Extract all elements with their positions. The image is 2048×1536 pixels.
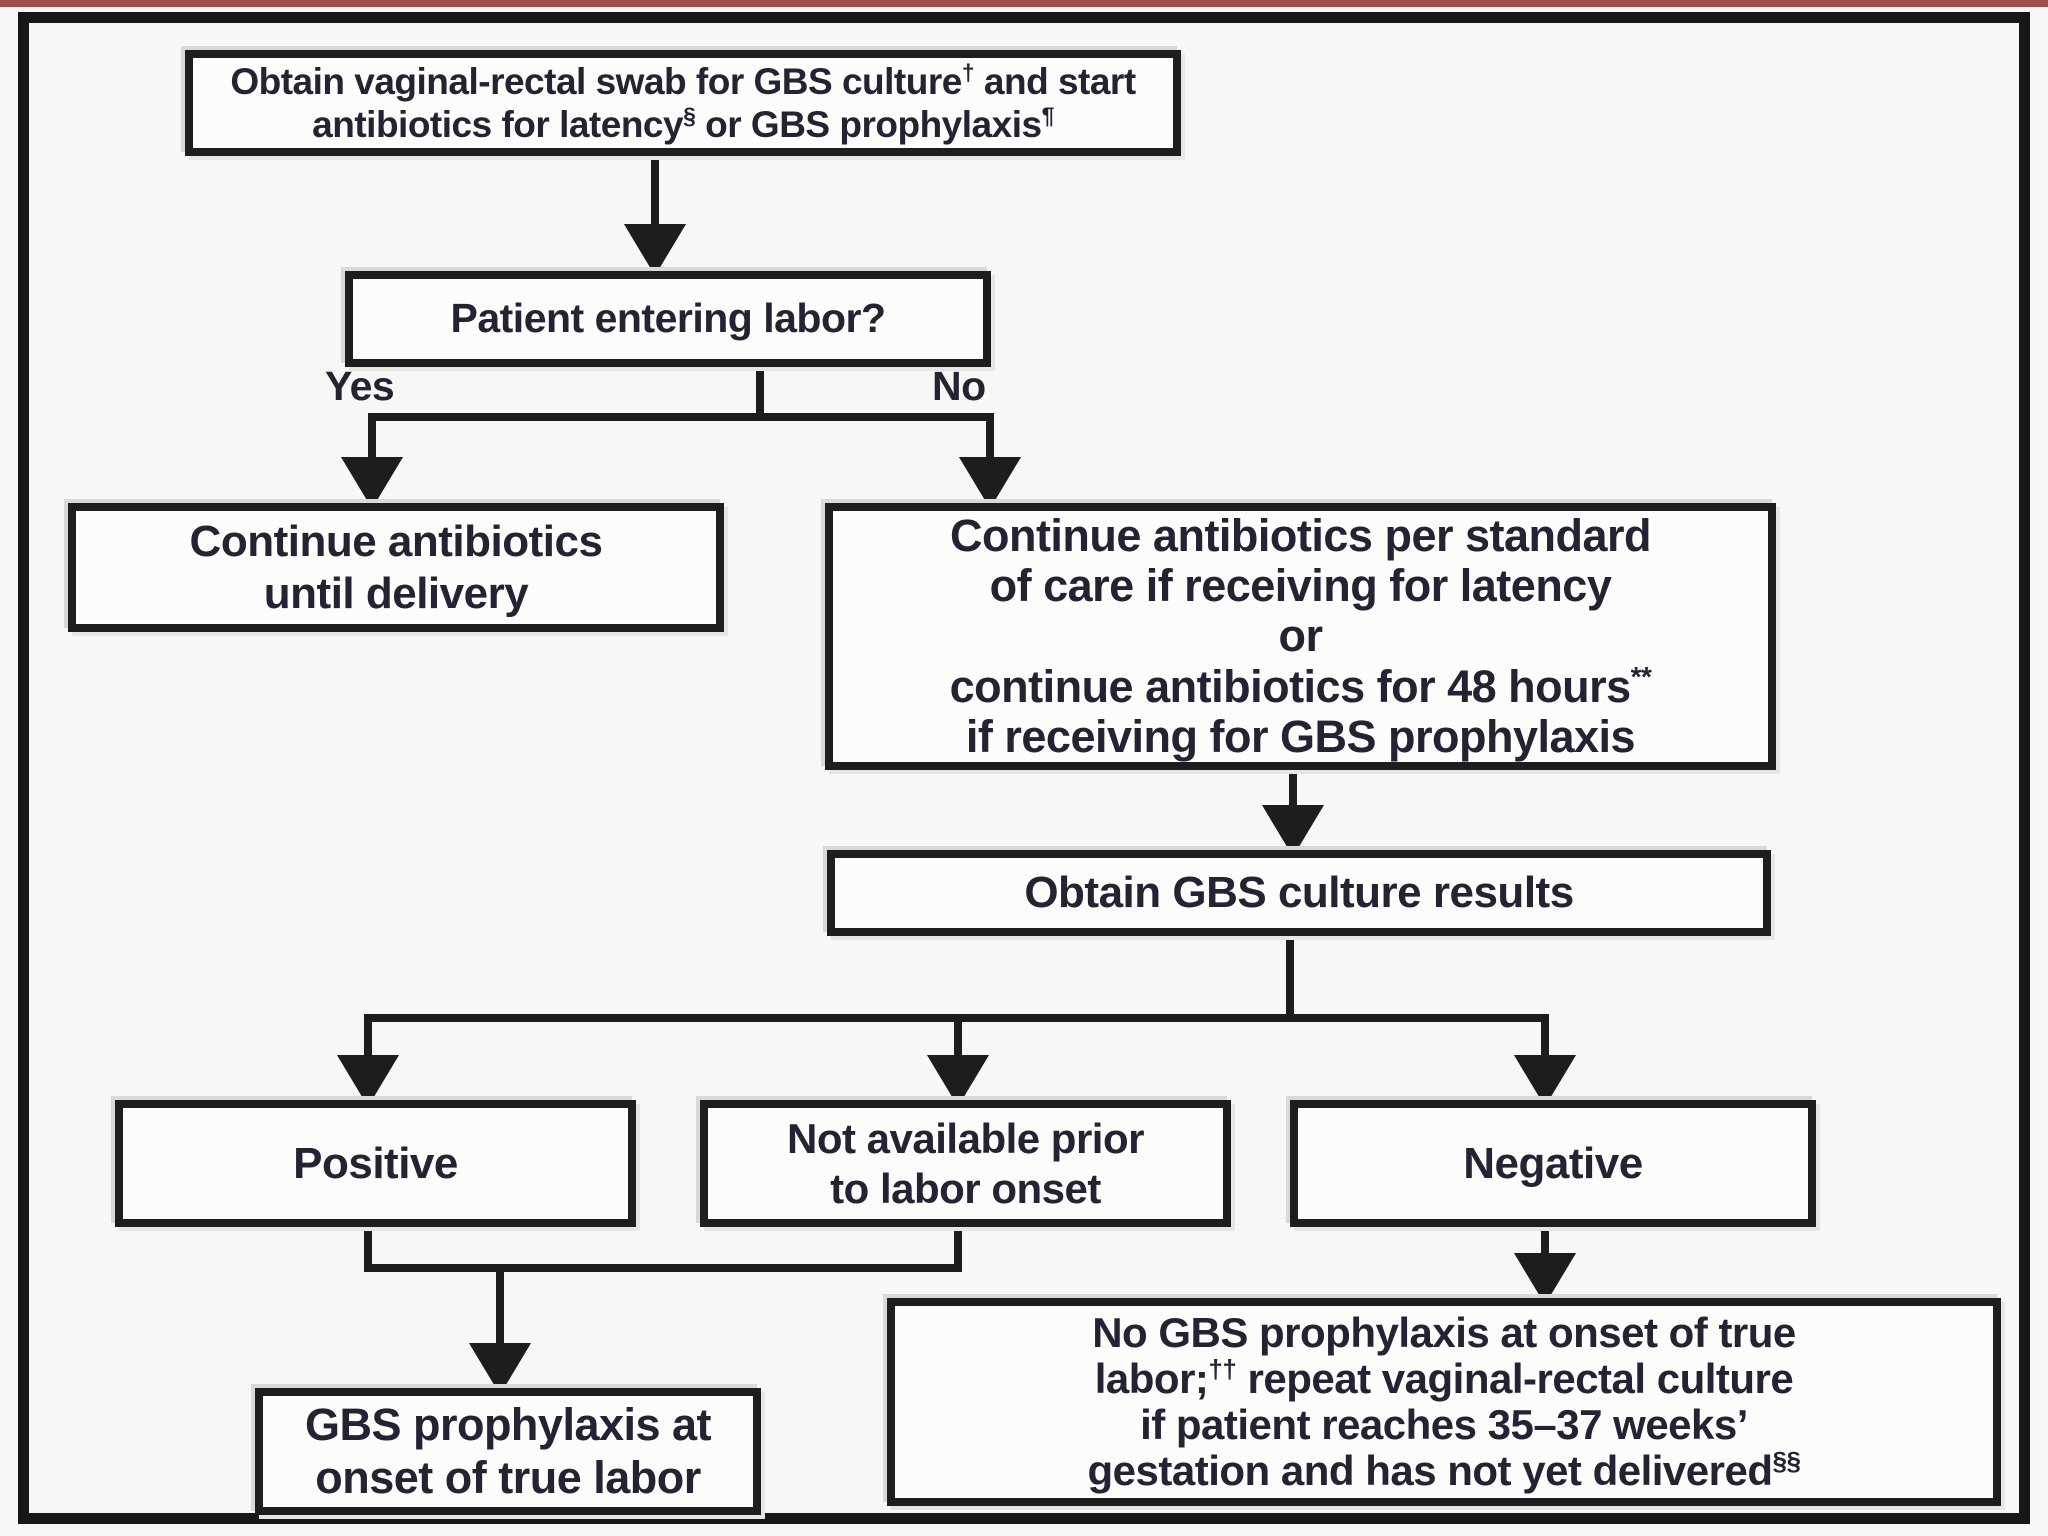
no-gbs-line3: if patient reaches 35–37 weeks’ xyxy=(1140,1401,1748,1448)
positive-result-box: Positive xyxy=(115,1100,636,1227)
no-gbs-prophylaxis-box: No GBS prophylaxis at onset of true labo… xyxy=(887,1298,2001,1506)
arrowhead-positive xyxy=(336,1055,400,1107)
negative-result-text: Negative xyxy=(1463,1138,1643,1188)
no-branch-label: No xyxy=(932,363,986,409)
arrowhead-negative xyxy=(1513,1055,1577,1107)
double-asterisk-footnote-mark: ** xyxy=(1630,660,1652,692)
patient-entering-labor-text: Patient entering labor? xyxy=(450,295,887,342)
obtain-culture-results-box: Obtain GBS culture results xyxy=(827,850,1771,936)
arrowhead-std-to-results xyxy=(1261,805,1325,857)
pilcrow-footnote-mark: ¶ xyxy=(1041,102,1055,129)
obtain-swab-box: Obtain vaginal-rectal swab for GBS cultu… xyxy=(185,50,1181,156)
obtain-swab-line1: Obtain vaginal-rectal swab for GBS cultu… xyxy=(230,59,1136,102)
continue-standard-line5: if receiving for GBS prophylaxis xyxy=(965,711,1636,763)
arrowhead-notavail xyxy=(926,1055,990,1107)
yes-branch-label: Yes xyxy=(325,363,395,409)
gbs-prophylaxis-line1: GBS prophylaxis at xyxy=(304,1398,712,1450)
obtain-culture-results-text: Obtain GBS culture results xyxy=(1024,868,1574,918)
arrowhead-negative-to-nogbs xyxy=(1513,1253,1577,1305)
continue-antibiotics-delivery-box: Continue antibiotics until delivery xyxy=(68,503,724,632)
continue-delivery-line1: Continue antibiotics xyxy=(189,517,603,567)
outer-frame xyxy=(18,12,2030,1524)
continue-standard-line4: continue antibiotics for 48 hours** xyxy=(949,660,1652,712)
continue-standard-line2: of care if receiving for latency xyxy=(989,559,1612,611)
arrowhead-yes xyxy=(340,457,404,509)
no-gbs-line2: labor;†† repeat vaginal-rectal culture xyxy=(1094,1353,1794,1402)
continue-standard-line1: Continue antibiotics per standard xyxy=(949,509,1652,561)
continue-standard-line3: or xyxy=(1278,610,1324,662)
not-available-result-box: Not available prior to labor onset xyxy=(700,1100,1231,1227)
negative-result-box: Negative xyxy=(1290,1100,1816,1227)
obtain-swab-line2: antibiotics for latency§ or GBS prophyla… xyxy=(312,102,1055,145)
gbs-prophylaxis-box: GBS prophylaxis at onset of true labor xyxy=(255,1388,761,1515)
double-dagger-footnote-mark: †† xyxy=(1208,1353,1237,1384)
not-available-line2: to labor onset xyxy=(830,1164,1101,1212)
section-footnote-mark: § xyxy=(683,102,696,129)
patient-entering-labor-box: Patient entering labor? xyxy=(345,271,991,367)
arrowhead-merge xyxy=(468,1343,532,1395)
continue-delivery-line2: until delivery xyxy=(263,568,529,618)
double-section-footnote-mark: §§ xyxy=(1772,1446,1801,1477)
no-gbs-line1: No GBS prophylaxis at onset of true xyxy=(1092,1308,1796,1356)
arrowhead-top-to-labor xyxy=(623,224,687,276)
arrowhead-no xyxy=(958,457,1022,509)
gbs-prophylaxis-line2: onset of true labor xyxy=(315,1451,701,1503)
positive-result-text: Positive xyxy=(293,1138,458,1188)
not-available-line1: Not available prior xyxy=(787,1115,1144,1163)
continue-antibiotics-standard-box: Continue antibiotics per standard of car… xyxy=(825,503,1776,770)
no-gbs-line4: gestation and has not yet delivered§§ xyxy=(1087,1446,1801,1495)
dagger-footnote-mark: † xyxy=(961,59,975,86)
scan-artifact-line xyxy=(0,0,2048,7)
